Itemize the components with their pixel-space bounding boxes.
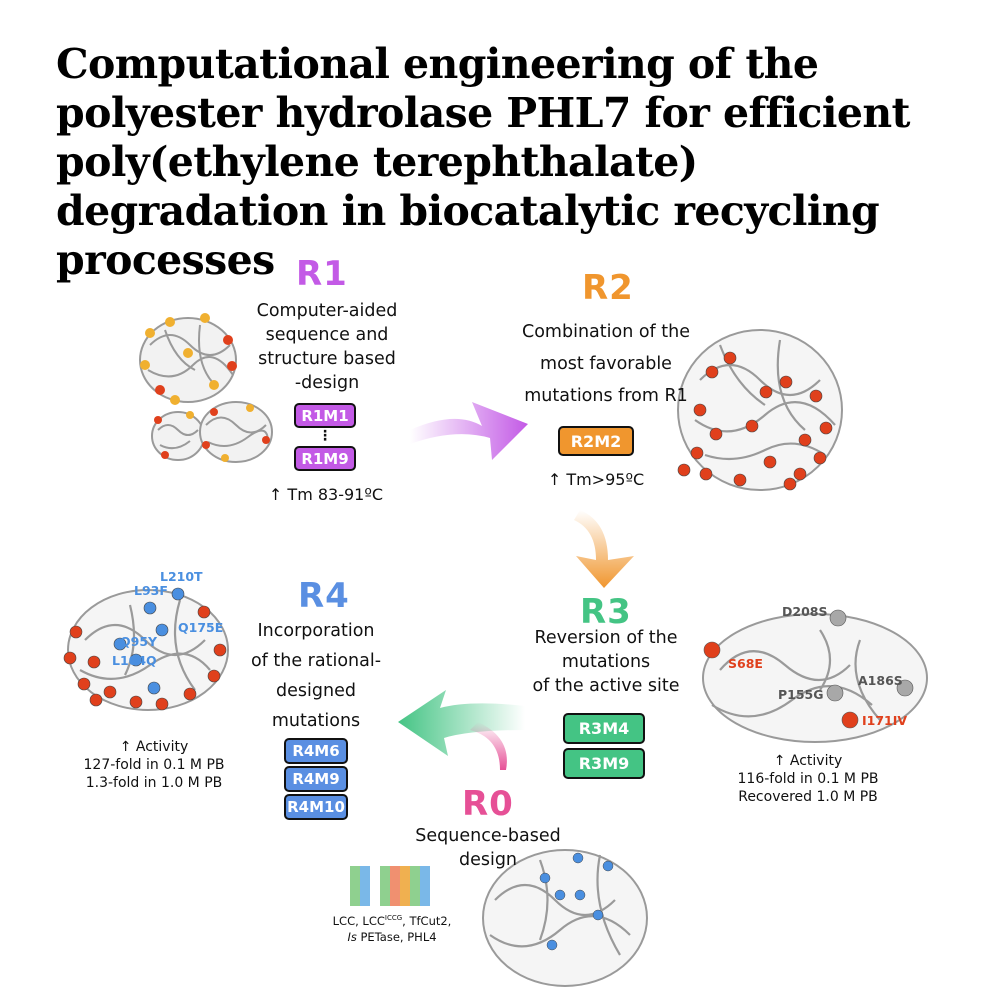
r4-note-line: 127-fold in 0.1 M PB [83, 757, 225, 773]
r3-desc-line: of the active site [532, 676, 680, 696]
r4-note-line: 1.3-fold in 1.0 M PB [85, 775, 223, 791]
round-r1-description: Computer-aided sequence and structure ba… [232, 299, 422, 395]
round-r0-description: Sequence-based design [398, 824, 578, 872]
round-r1-label: R1 [296, 254, 348, 294]
variant-box-r4m9: R4M9 [284, 766, 348, 792]
mutation-label-q95y: Q95Y [120, 634, 158, 649]
source-tfcut2: , TfCut2, [402, 913, 452, 928]
round-r1-note: ↑ Tm 83-91ºC [268, 485, 384, 504]
r3-desc-line: mutations [561, 652, 651, 672]
r4-mutation-sites [63, 587, 227, 711]
source-lcc: LCC, LCC [332, 913, 385, 928]
r3-desc-line: Reversion of the [534, 628, 678, 648]
arrow-r1-to-r2 [410, 402, 528, 460]
page-title: Computational engineering of the polyest… [56, 40, 910, 284]
round-r4-label: R4 [298, 576, 350, 616]
r0-sequence-sources: LCC, LCCICCG, TfCut2, Is PETase, PHL4 [322, 910, 462, 945]
r1-desc-line: -design [294, 373, 360, 393]
r1-desc-line: sequence and [265, 325, 389, 345]
r2-desc-line: most favorable [540, 354, 672, 374]
mutation-label-i171iv: I171IV [862, 713, 908, 728]
r3-note-line: 116-fold in 0.1 M PB [737, 771, 879, 787]
r4-note-line: ↑ Activity [119, 739, 189, 755]
mutation-label-d208s: D208S [782, 604, 828, 619]
r3-mutation-sites [703, 609, 914, 729]
r4-protein-structure [67, 589, 229, 711]
r3-protein-structure [702, 613, 928, 743]
r4-desc-line: designed [276, 681, 356, 701]
variant-box-r4m10: R4M10 [284, 794, 348, 820]
mutation-label-s68e: S68E [728, 656, 763, 671]
variant-box-r2m2: R2M2 [558, 426, 634, 456]
round-r4-description: Incorporation of the rational- designed … [232, 616, 400, 736]
variant-box-r3m4: R3M4 [563, 713, 645, 744]
r3-note-line: ↑ Activity [773, 753, 843, 769]
sequence-alignment-graphic [340, 866, 440, 906]
arrow-r2-to-r3 [574, 510, 634, 588]
round-r3-description: Reversion of the mutations of the active… [515, 626, 697, 698]
r2-mutation-sites [677, 351, 833, 491]
round-r0-label: R0 [462, 784, 514, 824]
mutation-label-l210t: L210T [160, 569, 203, 584]
r3-note-line: Recovered 1.0 M PB [738, 789, 878, 805]
variant-box-r1m9: R1M9 [294, 446, 356, 471]
round-r3-note: ↑ Activity 116-fold in 0.1 M PB Recovere… [718, 752, 898, 806]
r4-desc-line: mutations [271, 711, 361, 731]
round-r2-note: ↑ Tm>95ºC [547, 470, 645, 489]
round-r4-note: ↑ Activity 127-fold in 0.1 M PB 1.3-fold… [66, 738, 242, 792]
r1-desc-line: Computer-aided [256, 301, 398, 321]
r0-mutation-sites [539, 852, 614, 951]
r0-desc-line: Sequence-based [415, 826, 561, 846]
r2-desc-line: Combination of the [522, 322, 690, 342]
mutation-label-l93f: L93F [134, 583, 168, 598]
source-is-italic: Is [347, 929, 357, 944]
r0-protein-structure [482, 849, 648, 987]
r1-desc-line: structure based [258, 349, 396, 369]
mutation-label-a186s: A186S [858, 673, 903, 688]
variant-box-r4m6: R4M6 [284, 738, 348, 764]
r1-mutation-sites [140, 313, 270, 462]
mutation-label-p155g: P155G [778, 687, 824, 702]
arrow-r3-to-r4 [398, 690, 525, 756]
variant-box-r3m9: R3M9 [563, 748, 645, 779]
r0-desc-line: design [458, 850, 518, 870]
round-r3-label: R3 [580, 592, 632, 632]
round-r2-label: R2 [582, 268, 634, 308]
source-lcc-iccg-superscript: ICCG [384, 914, 403, 922]
arrow-r0-to-r4 [470, 722, 507, 770]
variant-box-r1m1: R1M1 [294, 403, 356, 428]
r2-protein-structure [677, 329, 843, 491]
source-petase-phl4: PETase, PHL4 [360, 929, 437, 944]
round-r2-description: Combination of the most favorable mutati… [500, 316, 712, 412]
variant-ellipsis: ⋮ [318, 428, 332, 444]
mutation-label-q175e: Q175E [178, 620, 224, 635]
mutation-label-l104q: L104Q [112, 653, 157, 668]
r4-desc-line: of the rational- [250, 651, 382, 671]
r4-desc-line: Incorporation [257, 621, 375, 641]
r2-desc-line: mutations from R1 [524, 386, 688, 406]
